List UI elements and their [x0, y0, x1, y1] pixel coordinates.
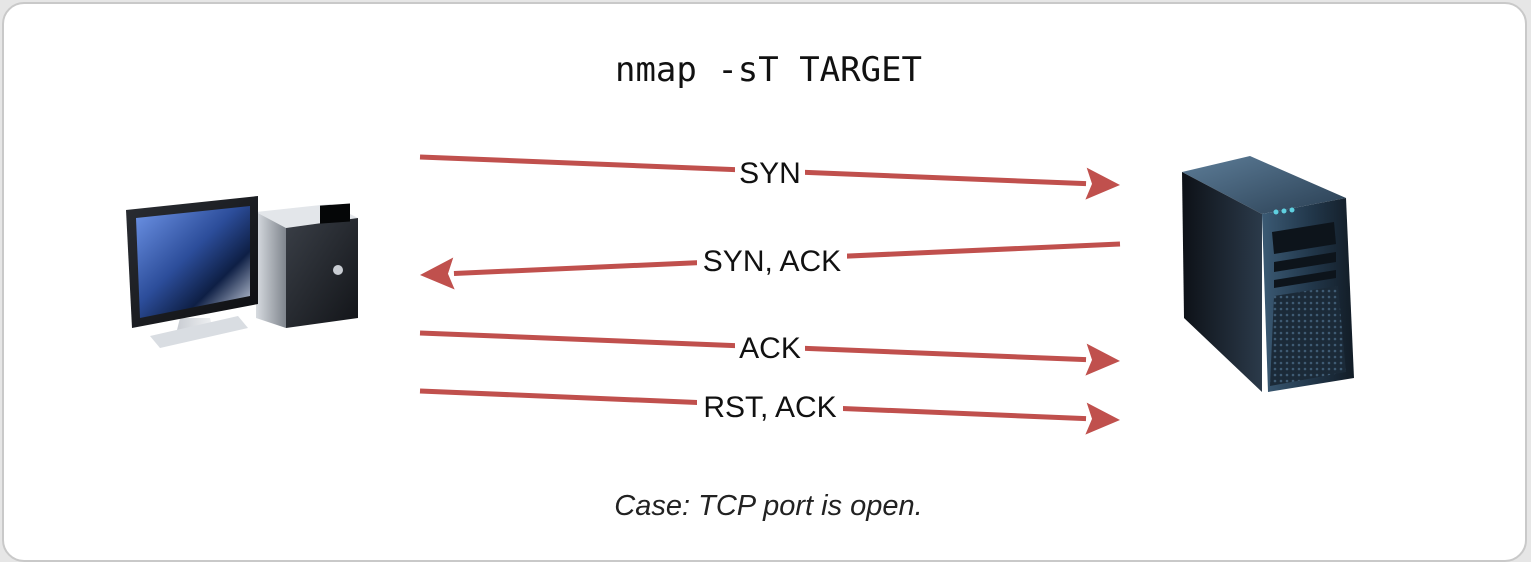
label-background [697, 388, 843, 422]
message-label: ACK [739, 332, 801, 365]
message-label: SYN, ACK [703, 245, 841, 278]
arrow-head [1085, 402, 1120, 435]
message-arrow-1: SYN [419, 154, 1120, 200]
message-arrow-2: SYN, ACK [420, 241, 1121, 290]
label-background [697, 242, 847, 276]
message-arrow-3: ACK [419, 329, 1120, 376]
desktop-computer-icon [126, 196, 358, 348]
arrow-head [1085, 167, 1120, 200]
tower-server-icon [1182, 156, 1354, 392]
message-arrows: SYN SYN, ACK ACK RST, ACK [419, 154, 1121, 435]
message-label: SYN [739, 157, 801, 190]
diagram-caption: Case: TCP port is open. [614, 490, 923, 522]
message-arrow-4: RST, ACK [419, 388, 1120, 435]
label-background [735, 154, 805, 188]
command-title: nmap -sT TARGET [614, 50, 923, 90]
arrow-head [420, 257, 455, 290]
arrow-head [1085, 343, 1120, 376]
message-label: RST, ACK [703, 391, 836, 424]
handshake-diagram [126, 156, 1354, 392]
label-background [735, 329, 805, 363]
